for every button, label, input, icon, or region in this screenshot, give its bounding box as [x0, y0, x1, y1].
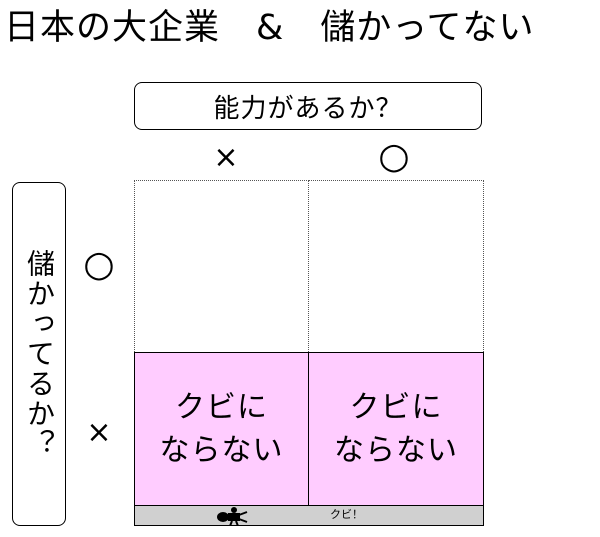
- ability-axis-text: 能力があるか？: [213, 93, 403, 124]
- fired-strip: クビ！: [134, 506, 484, 526]
- matrix-cell-line2: ならない: [159, 433, 284, 468]
- matrix-cell-unprofitable-able: クビに ならない: [309, 352, 484, 506]
- matrix-cell-profitable-no-ability: [134, 180, 309, 352]
- ability-profit-matrix: クビに ならない クビに ならない クビ！: [134, 180, 484, 526]
- profit-axis-text: 儲かってるか？: [23, 249, 56, 459]
- person-icon: [217, 507, 248, 526]
- ability-axis-label: 能力があるか？: [134, 82, 482, 130]
- profit-yes-mark: ○: [83, 244, 115, 285]
- fired-label: クビ！: [330, 508, 363, 521]
- matrix-cell-profitable-able: [309, 180, 484, 352]
- matrix-cell-text: クビに ならない: [334, 386, 458, 473]
- profit-axis-label: 儲かってるか？: [12, 182, 66, 526]
- matrix-cell-unprofitable-no-ability: クビに ならない: [134, 352, 309, 506]
- matrix-cell-text: クビに ならない: [160, 386, 284, 473]
- matrix-cell-line1: クビに: [349, 389, 443, 425]
- matrix-cell-line1: クビに: [175, 389, 268, 425]
- profit-no-mark: ×: [86, 415, 112, 450]
- ability-no-mark: ×: [213, 140, 239, 175]
- matrix-cell-line2: ならない: [334, 433, 458, 468]
- page-title: 日本の大企業 & 儲かってない: [4, 8, 535, 48]
- ability-yes-mark: ○: [378, 136, 410, 177]
